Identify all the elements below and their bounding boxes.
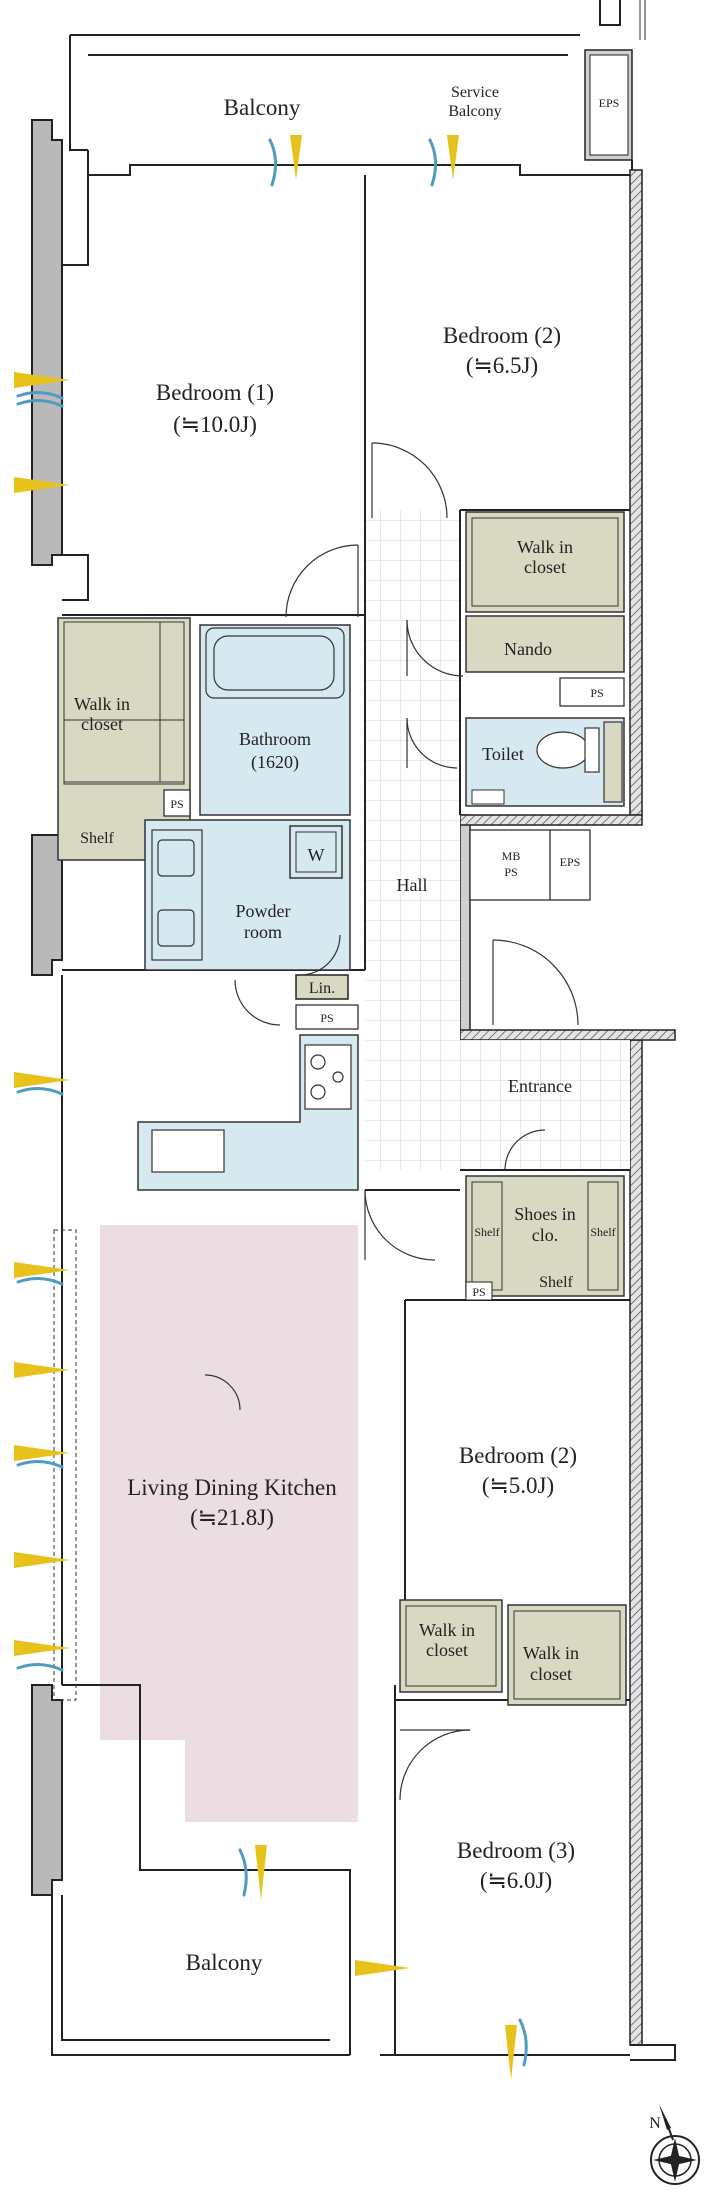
label-walkin-left-2: closet xyxy=(81,714,123,734)
label-shelf-shoes-left: Shelf xyxy=(474,1225,499,1239)
label-hall: Hall xyxy=(397,875,428,895)
label-shelf-left: Shelf xyxy=(80,830,114,847)
closet-walkin-c xyxy=(507,1604,627,1706)
label-balcony-bottom: Balcony xyxy=(186,1950,263,1975)
nando-room xyxy=(465,615,625,673)
label-bathroom: Bathroom xyxy=(239,729,311,749)
label-bedroom-1: Bedroom (1) xyxy=(156,380,274,405)
closet-walkin-left xyxy=(57,617,191,861)
mb-ps-box xyxy=(469,829,591,901)
bathtub-icon xyxy=(205,627,345,699)
label-eps-mid: EPS xyxy=(560,855,581,869)
label-bedroom-2-top-area: (≒6.5J) xyxy=(466,353,538,378)
room-labels: Balcony Service Balcony EPS Bedroom (1) … xyxy=(74,84,619,1975)
label-ldk: Living Dining Kitchen xyxy=(127,1475,337,1500)
label-ps-shoes: PS xyxy=(472,1285,485,1299)
label-ps-left: PS xyxy=(170,797,183,811)
label-shelf-shoes-right: Shelf xyxy=(590,1225,615,1239)
ldk-floor xyxy=(100,1225,358,1822)
label-bedroom-1-area: (≒10.0J) xyxy=(173,412,257,437)
structure-walls xyxy=(31,0,676,2061)
door-swings xyxy=(204,442,579,1801)
label-powder-2: room xyxy=(244,922,282,942)
entrance-floor xyxy=(460,1040,630,1170)
closet-walkin-b xyxy=(399,1599,503,1693)
label-bedroom-3: Bedroom (3) xyxy=(457,1838,575,1863)
kitchen-counter xyxy=(137,1034,359,1191)
label-bedroom-2-top: Bedroom (2) xyxy=(443,323,561,348)
linen-closet xyxy=(295,974,349,1000)
label-ldk-area: (≒21.8J) xyxy=(190,1505,274,1530)
toilet-icon xyxy=(471,721,623,805)
label-shoes-2: clo. xyxy=(532,1225,559,1245)
washing-machine-icon xyxy=(289,825,343,879)
label-walkin-left-1: Walk in xyxy=(74,694,130,714)
label-bedroom-2-mid: Bedroom (2) xyxy=(459,1443,577,1468)
label-walkin-b-2: closet xyxy=(426,1640,468,1660)
compass-north-label: N xyxy=(649,2115,661,2132)
label-mbps-1: MB xyxy=(502,849,521,863)
label-toilet: Toilet xyxy=(482,744,524,764)
ps-box-kitchen xyxy=(295,1004,359,1030)
label-shelf-shoes-bottom: Shelf xyxy=(539,1274,573,1291)
hall-floor xyxy=(365,510,460,1170)
ventilation-markers xyxy=(14,135,528,2080)
label-powder-1: Powder xyxy=(236,901,291,921)
label-mbps-2: PS xyxy=(504,865,517,879)
ps-box-left xyxy=(163,789,191,817)
label-w: W xyxy=(308,845,325,865)
label-nando: Nando xyxy=(504,639,552,659)
label-service-balcony-1: Service xyxy=(451,84,499,101)
ps-box-nando xyxy=(559,677,625,707)
label-eps-top: EPS xyxy=(599,96,620,110)
closet-walkin-a xyxy=(465,511,625,613)
label-service-balcony-2: Balcony xyxy=(448,103,501,120)
label-ps-kitchen: PS xyxy=(320,1011,333,1025)
label-bedroom-3-area: (≒6.0J) xyxy=(480,1868,552,1893)
label-walkin-c-1: Walk in xyxy=(523,1643,579,1663)
washbasin-icon xyxy=(151,829,203,961)
compass-icon: N xyxy=(649,2104,700,2185)
label-entrance: Entrance xyxy=(508,1076,572,1096)
label-bedroom-2-mid-area: (≒5.0J) xyxy=(482,1473,554,1498)
label-walkin-a-2: closet xyxy=(524,557,566,577)
label-lin: Lin. xyxy=(309,980,335,997)
stove-icon xyxy=(310,1054,344,1100)
label-walkin-c-2: closet xyxy=(530,1664,572,1684)
shoes-closet xyxy=(465,1175,625,1301)
label-walkin-b-1: Walk in xyxy=(419,1620,475,1640)
label-walkin-a-1: Walk in xyxy=(517,537,573,557)
label-balcony-top: Balcony xyxy=(224,95,301,120)
label-shoes-1: Shoes in xyxy=(514,1204,576,1224)
label-ps-nando: PS xyxy=(590,686,603,700)
label-bathroom-size: (1620) xyxy=(251,752,299,773)
